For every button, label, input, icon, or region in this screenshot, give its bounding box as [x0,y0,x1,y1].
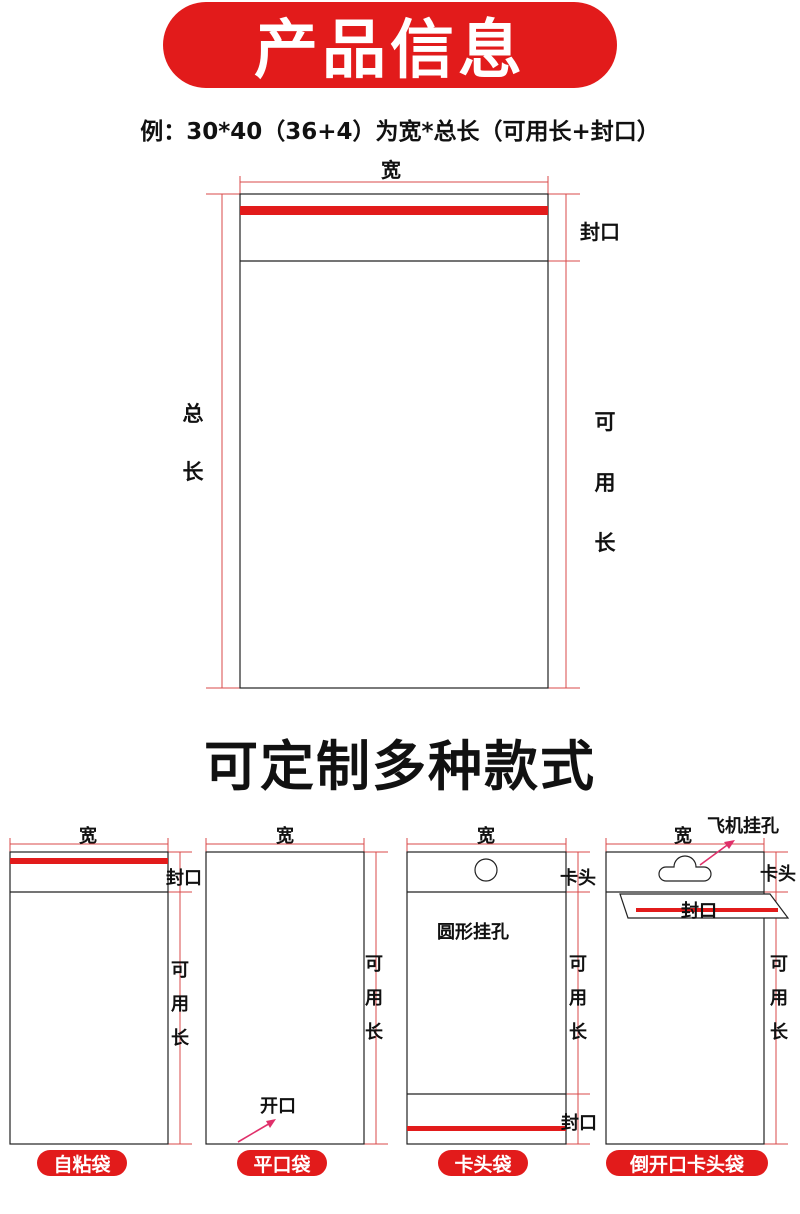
usable-length-char-1: 可 [594,410,616,434]
bag-outline [239,193,549,689]
bag-reverse-header [605,838,790,1145]
adhesive-strip [240,206,548,215]
main-seal-label: 封口 [580,220,620,244]
style4-header-label: 卡头 [760,864,796,885]
style3-name: 卡头袋 [454,1153,512,1176]
style2-name-pill: 平口袋 [237,1150,327,1176]
style2-usable-3: 长 [365,1022,383,1043]
style3-name-pill: 卡头袋 [438,1150,528,1176]
style3-usable-3: 长 [569,1022,587,1043]
usable-length-char-2: 用 [594,471,616,495]
style1-usable-3: 长 [171,1028,189,1049]
style2-width-label: 宽 [276,826,294,847]
round-hang-hole [474,858,498,882]
style2-usable-2: 用 [365,988,383,1009]
style3-header-label: 卡头 [560,868,596,889]
style4-hole-label: 飞机挂孔 [707,816,779,837]
total-length-char-2: 长 [182,460,204,484]
main-bag-diagram [206,176,580,689]
banner-title: 产品信息 [254,14,526,88]
style1-name: 自粘袋 [53,1153,111,1176]
style3-usable-1: 可 [569,954,587,975]
style1-usable-1: 可 [171,960,189,981]
style3-seal-label: 封口 [561,1113,597,1134]
product-info-banner: 产品信息 [163,2,617,88]
style1-seal-label: 封口 [166,868,202,889]
style2-opening-label: 开口 [260,1096,296,1117]
size-example-text: 例：30*40（36+4）为宽*总长（可用长+封口） [140,119,660,145]
style4-name-pill: 倒开口卡头袋 [606,1150,768,1176]
style3-hole-label: 圆形挂孔 [437,922,509,943]
bag-header-card [406,838,590,1145]
style4-usable-2: 用 [770,988,788,1009]
style1-width-label: 宽 [79,826,97,847]
style2-usable-1: 可 [365,954,383,975]
style4-name: 倒开口卡头袋 [629,1153,744,1176]
custom-styles-heading: 可定制多种款式 [204,735,596,798]
style1-usable-2: 用 [171,994,189,1015]
style4-seal-label: 封口 [681,901,717,922]
style2-name: 平口袋 [253,1153,311,1176]
style4-usable-1: 可 [770,954,788,975]
airplane-hang-hole [658,855,712,882]
bag-self-adhesive [9,838,192,1145]
style4-width-label: 宽 [674,826,692,847]
total-length-char-1: 总 [182,402,204,426]
style1-name-pill: 自粘袋 [37,1150,127,1176]
main-width-label: 宽 [381,158,401,182]
usable-length-char-3: 长 [594,531,616,555]
style3-width-label: 宽 [477,826,495,847]
style3-usable-2: 用 [569,988,587,1009]
bag-flat-open [205,838,388,1145]
style4-usable-3: 长 [770,1022,788,1043]
